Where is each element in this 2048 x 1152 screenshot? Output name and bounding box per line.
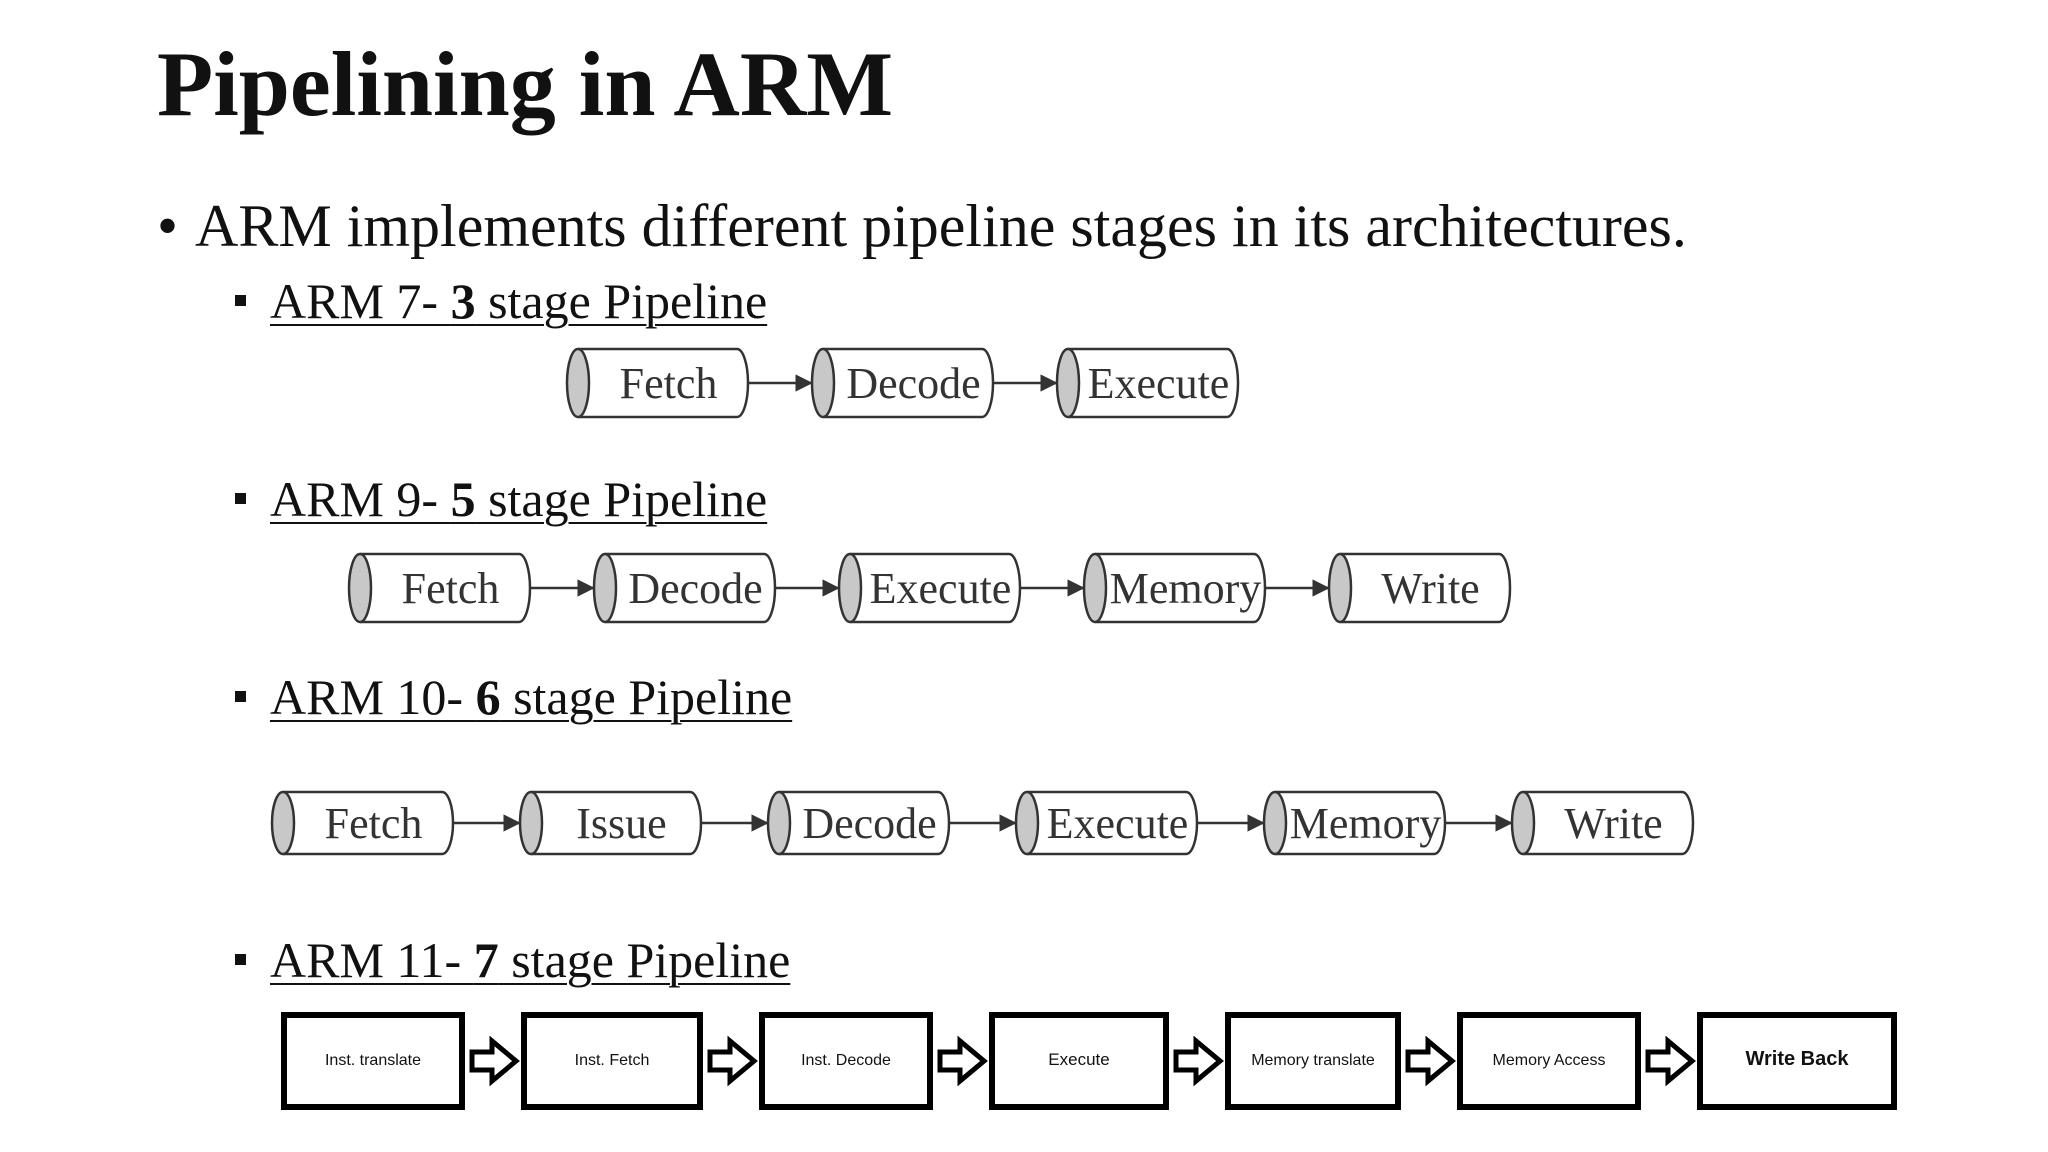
stage-inst-translate: Inst. translate bbox=[281, 1012, 465, 1110]
stage-label: Inst. Decode bbox=[801, 1052, 891, 1069]
stage-execute: Execute bbox=[1055, 347, 1240, 419]
stage-fetch: Fetch bbox=[347, 552, 532, 624]
section-heading-arm9: ARM 9- 5 stage Pipeline bbox=[235, 474, 767, 524]
intro-bullet: •ARM implements different pipeline stage… bbox=[157, 196, 1687, 256]
bullet-dot: • bbox=[157, 193, 179, 259]
stage-label: Memory translate bbox=[1251, 1052, 1375, 1069]
hollow-arrow-icon bbox=[1173, 1035, 1224, 1087]
stage-inst-fetch: Inst. Fetch bbox=[521, 1012, 703, 1110]
stage-label: Decode bbox=[628, 564, 762, 613]
stage-label: Memory bbox=[1110, 564, 1262, 613]
section-heading-arm10: ARM 10- 6 stage Pipeline bbox=[235, 672, 792, 722]
stage-decode: Decode bbox=[592, 552, 777, 624]
hollow-arrow-icon bbox=[707, 1035, 758, 1087]
stage-decode: Decode bbox=[810, 347, 995, 419]
hollow-arrow-icon bbox=[469, 1035, 520, 1087]
pipeline-arm10: Fetch Issue Decode Execute Memory Write bbox=[270, 790, 1695, 856]
square-bullet-icon bbox=[235, 493, 246, 505]
stage-write-back: Write Back bbox=[1697, 1012, 1897, 1110]
section-suffix: stage Pipeline bbox=[498, 932, 791, 988]
stage-execute: Execute bbox=[989, 1012, 1169, 1110]
pipeline-arm11: Inst. translate Inst. Fetch Inst. Decode Ex… bbox=[281, 1012, 1897, 1110]
stage-memory: Memory bbox=[1082, 552, 1267, 624]
stage-fetch: Fetch bbox=[565, 347, 750, 419]
stage-memory-access: Memory Access bbox=[1457, 1012, 1641, 1110]
stage-inst-decode: Inst. Decode bbox=[759, 1012, 933, 1110]
stage-label: Write Back bbox=[1745, 1048, 1849, 1070]
stage-decode: Decode bbox=[766, 790, 951, 856]
square-bullet-icon bbox=[235, 691, 246, 703]
stage-label: Issue bbox=[576, 799, 666, 848]
stage-label: Fetch bbox=[402, 564, 500, 613]
page-title: Pipelining in ARM bbox=[157, 33, 894, 135]
section-heading-arm11: ARM 11- 7 stage Pipeline bbox=[235, 935, 790, 985]
section-suffix: stage Pipeline bbox=[475, 471, 768, 527]
section-suffix: stage Pipeline bbox=[475, 273, 768, 329]
stage-count: 3 bbox=[450, 273, 476, 329]
stage-label: Execute bbox=[870, 564, 1012, 613]
stage-count: 7 bbox=[473, 932, 499, 988]
stage-execute: Execute bbox=[1014, 790, 1199, 856]
hollow-arrow-icon bbox=[1405, 1035, 1456, 1087]
stage-execute: Execute bbox=[837, 552, 1022, 624]
stage-label: Execute bbox=[1047, 799, 1189, 848]
square-bullet-icon bbox=[235, 954, 246, 966]
stage-write: Write bbox=[1510, 790, 1695, 856]
section-prefix: ARM 9- bbox=[270, 471, 451, 527]
stage-label: Inst. Fetch bbox=[575, 1052, 650, 1069]
stage-memory: Memory bbox=[1262, 790, 1447, 856]
stage-label: Inst. translate bbox=[325, 1052, 421, 1069]
stage-label: Write bbox=[1564, 799, 1662, 848]
stage-label: Decode bbox=[846, 359, 980, 408]
stage-label: Fetch bbox=[620, 359, 718, 408]
section-prefix: ARM 11- bbox=[270, 932, 474, 988]
intro-text: ARM implements different pipeline stages… bbox=[195, 193, 1687, 259]
stage-label: Decode bbox=[802, 799, 936, 848]
section-prefix: ARM 7- bbox=[270, 273, 451, 329]
stage-issue: Issue bbox=[518, 790, 703, 856]
section-prefix: ARM 10- bbox=[270, 669, 476, 725]
square-bullet-icon bbox=[235, 295, 246, 307]
stage-write: Write bbox=[1327, 552, 1512, 624]
stage-label: Memory Access bbox=[1493, 1052, 1606, 1069]
stage-label: Execute bbox=[1048, 1050, 1109, 1069]
stage-memory-translate: Memory translate bbox=[1225, 1012, 1401, 1110]
stage-count: 5 bbox=[450, 471, 476, 527]
stage-label: Execute bbox=[1088, 359, 1230, 408]
pipeline-arm7: Fetch Decode Execute bbox=[565, 347, 1240, 419]
section-suffix: stage Pipeline bbox=[500, 669, 793, 725]
stage-label: Fetch bbox=[325, 799, 423, 848]
stage-count: 6 bbox=[475, 669, 501, 725]
stage-label: Write bbox=[1381, 564, 1479, 613]
hollow-arrow-icon bbox=[1645, 1035, 1696, 1087]
hollow-arrow-icon bbox=[937, 1035, 988, 1087]
stage-fetch: Fetch bbox=[270, 790, 455, 856]
pipeline-arm9: Fetch Decode Execute Memory Write bbox=[347, 552, 1512, 624]
stage-label: Memory bbox=[1290, 799, 1442, 848]
section-heading-arm7: ARM 7- 3 stage Pipeline bbox=[235, 276, 767, 326]
